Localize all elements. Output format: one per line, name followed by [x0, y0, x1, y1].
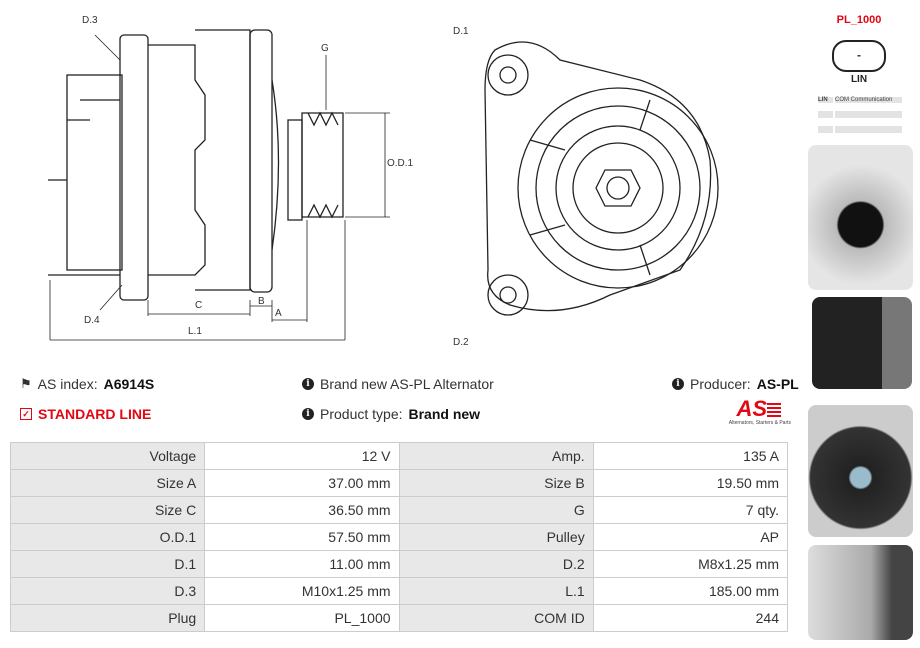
spec-value: 36.50 mm: [204, 496, 400, 524]
label-a: A: [275, 308, 282, 319]
plug-connector-icon: -: [832, 40, 886, 72]
pin-name: LIN: [818, 97, 833, 103]
spec-value: AP: [592, 523, 789, 551]
standard-line-text: STANDARD LINE: [38, 406, 152, 422]
front-view-drawing: [484, 41, 719, 316]
spec-label: D.2: [398, 550, 594, 578]
spec-label: G: [398, 496, 594, 524]
logo-tagline: Alternators, Starters & Parts: [728, 420, 791, 426]
plug-pin-row: [818, 126, 902, 133]
label-d3: D.3: [82, 15, 98, 26]
side-view-drawing: [48, 29, 390, 341]
product-photo-4[interactable]: [808, 545, 913, 640]
tags-icon: ⚑: [20, 376, 32, 391]
producer-value: AS-PL: [756, 376, 799, 392]
spec-value: 7 qty.: [592, 496, 789, 524]
info-icon: i: [302, 408, 314, 420]
spec-label: Plug: [9, 604, 206, 632]
spec-label: O.D.1: [9, 523, 206, 551]
spec-value: 12 V: [204, 442, 400, 470]
spec-value: 57.50 mm: [204, 523, 400, 551]
spec-label: L.1: [398, 577, 594, 605]
label-c: C: [195, 300, 203, 311]
spec-label: Pulley: [398, 523, 594, 551]
spec-label: D.1: [9, 550, 206, 578]
spec-label: Amp.: [398, 442, 594, 470]
spec-label: COM ID: [398, 604, 594, 632]
spec-value: 19.50 mm: [592, 469, 789, 497]
spec-value: 244: [592, 604, 789, 632]
spec-label: Voltage: [9, 442, 206, 470]
pin-desc: COM Communication: [835, 97, 902, 103]
spec-value: PL_1000: [204, 604, 400, 632]
label-d4: D.4: [84, 315, 100, 326]
as-index: ⚑ AS index: A6914S: [20, 376, 154, 392]
producer-label: Producer:: [690, 376, 751, 392]
as-index-value: A6914S: [103, 376, 155, 392]
label-l1: L.1: [188, 326, 202, 337]
label-od1: O.D.1: [387, 158, 414, 169]
spec-value: 135 A: [592, 442, 789, 470]
label-g: G: [321, 43, 329, 54]
as-index-label: AS index:: [37, 376, 98, 392]
plug-connector-label: LIN: [850, 74, 868, 85]
standard-line-badge: ✓ STANDARD LINE: [20, 406, 151, 422]
plug-pin-row: [818, 111, 902, 118]
plug-title: PL_1000: [836, 14, 882, 26]
spec-label: Size B: [398, 469, 594, 497]
label-b: B: [258, 296, 265, 307]
description-text: Brand new AS-PL Alternator: [320, 376, 494, 392]
spec-value: 37.00 mm: [204, 469, 400, 497]
info-icon: i: [672, 378, 684, 390]
as-pl-logo: AS Alternators, Starters & Parts: [715, 398, 791, 427]
label-d2: D.2: [453, 337, 469, 348]
spec-label: Size C: [9, 496, 206, 524]
label-d1: D.1: [453, 26, 469, 37]
spec-value: M8x1.25 mm: [592, 550, 789, 578]
spec-value: 185.00 mm: [592, 577, 789, 605]
product-photo-1[interactable]: [808, 145, 913, 290]
spec-value: 11.00 mm: [204, 550, 400, 578]
spec-label: D.3: [9, 577, 206, 605]
product-type-label: Product type:: [320, 406, 403, 422]
checkbox-icon: ✓: [20, 408, 32, 420]
spec-value: M10x1.25 mm: [204, 577, 400, 605]
product-type: i Product type: Brand new: [302, 406, 480, 422]
producer: i Producer: AS-PL: [672, 376, 799, 392]
product-photo-2[interactable]: [812, 297, 912, 389]
plug-pin: -: [857, 48, 861, 62]
description: i Brand new AS-PL Alternator: [302, 376, 494, 392]
product-photo-3[interactable]: [808, 405, 913, 537]
product-type-value: Brand new: [408, 406, 481, 422]
info-icon: i: [302, 378, 314, 390]
spec-label: Size A: [9, 469, 206, 497]
